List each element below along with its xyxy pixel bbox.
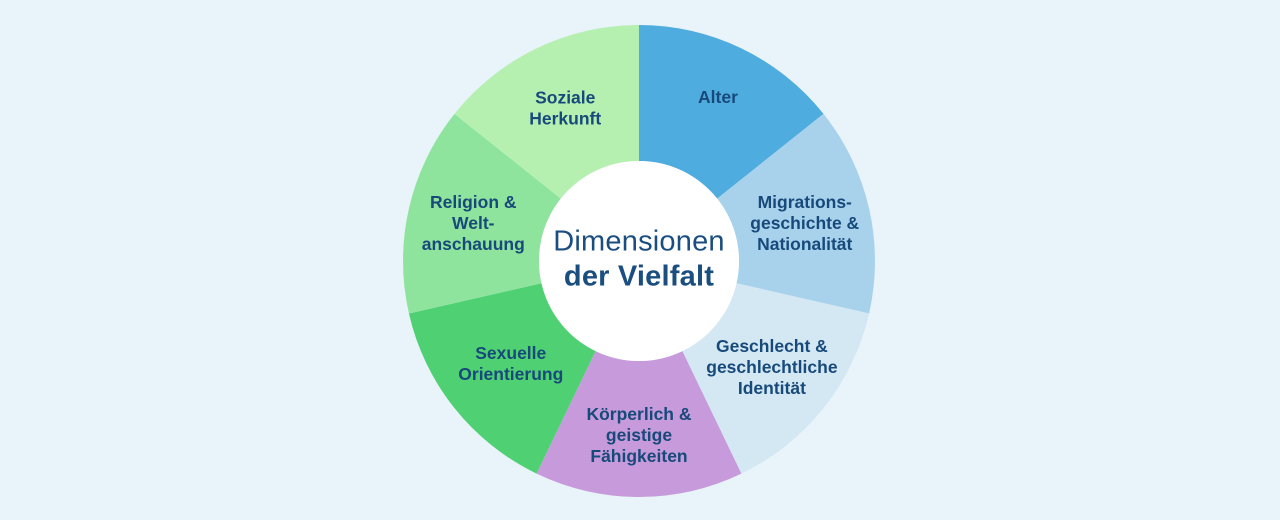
segment-soziale-herkunft [454, 25, 639, 199]
wheel-segments [403, 25, 875, 498]
segment-label-religion-weltanschauung: Religion &Welt-anschauung [422, 192, 525, 254]
segment-migrationsgeschichte-nationalitaet [717, 113, 875, 314]
segment-koerperlich-geistige-faehigkeiten [536, 351, 742, 498]
segment-alter [639, 25, 824, 199]
segment-geschlecht-geschlechtliche-identitaet [682, 283, 870, 474]
wheel-center-title-line1: Dimensionen [553, 225, 725, 258]
wheel-center-title: Dimensionen der Vielfalt [553, 225, 724, 295]
segment-religion-weltanschauung [403, 113, 561, 314]
segment-label-migrationsgeschichte-nationalitaet: Migrations-geschichte &Nationalität [750, 192, 859, 254]
wheel-center-title-line2: der Vielfalt [563, 260, 715, 293]
segment-sexuelle-orientierung [408, 283, 596, 474]
segment-label-alter: Alter [698, 87, 738, 107]
center-circle [539, 161, 739, 361]
